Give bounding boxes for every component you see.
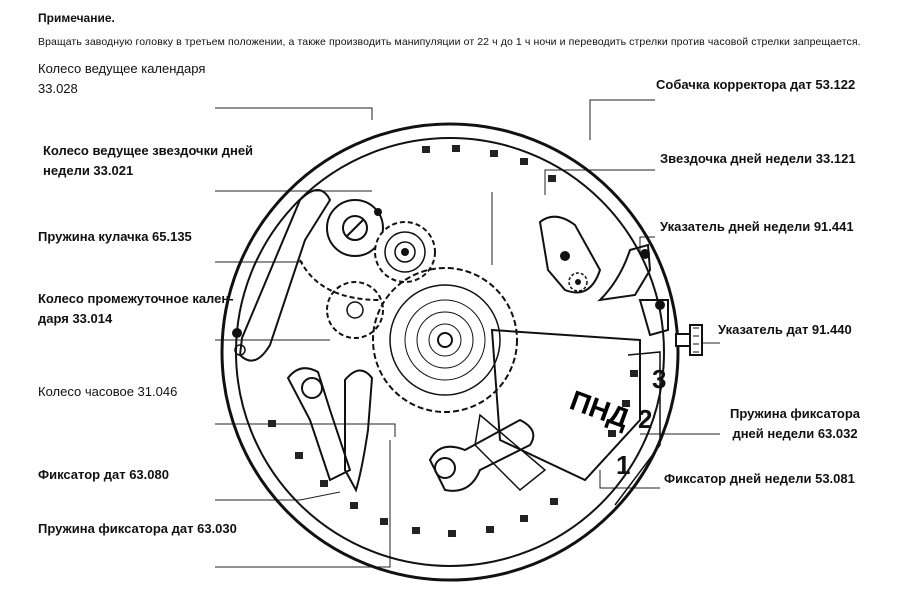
label-date-indicator: Указатель дат 91.440 [718, 322, 852, 337]
date-jumper-spring [344, 369, 374, 493]
label-weekday-jumper: Фиксатор дней недели 53.081 [664, 471, 855, 486]
label-hour-wheel: Колесо часовое 31.046 [38, 384, 178, 399]
label-date-jumper: Фиксатор дат 63.080 [38, 467, 169, 482]
weekday-text: ПНД [566, 385, 633, 435]
intermediate-calendar-gear [326, 281, 384, 339]
label-date-corrector-pawl: Собачка корректора дат 53.122 [656, 77, 856, 92]
weekday-star-drive-gear [374, 221, 436, 283]
cam-spring-lever [238, 189, 332, 362]
weekday-star-arm [597, 243, 652, 302]
date-numeral: 2 [638, 404, 652, 434]
note-title: Примечание. [38, 11, 115, 25]
winding-crown [689, 324, 703, 356]
weekday-jumper [428, 418, 535, 492]
date-numeral: 1 [616, 450, 630, 480]
leader-lines [215, 99, 720, 568]
label-cam-spring: Пружина кулачка 65.135 [38, 229, 192, 244]
label-weekday-indicator: Указатель дней недели 91.441 [660, 219, 854, 234]
note-text: Вращать заводную головку в третьем полож… [38, 36, 861, 48]
date-jumper [286, 367, 352, 482]
date-corrector-pawl [538, 215, 602, 294]
label-date-jumper-spring: Пружина фиксатора дат 63.030 [38, 521, 237, 536]
date-numeral: 3 [652, 364, 666, 394]
weekday-indicator-segment [490, 328, 641, 482]
date-numerals: 3 2 1 [616, 364, 666, 480]
ring-teeth [268, 145, 638, 537]
movement-outer-ring [220, 122, 680, 582]
hour-wheel [372, 267, 518, 413]
label-intermediate-calendar-wheel: Колесо промежуточное кален-даря 33.014 [38, 291, 234, 326]
label-weekday-star: Звездочка дней недели 33.121 [660, 151, 856, 166]
calendar-drive-wheel [326, 199, 384, 257]
